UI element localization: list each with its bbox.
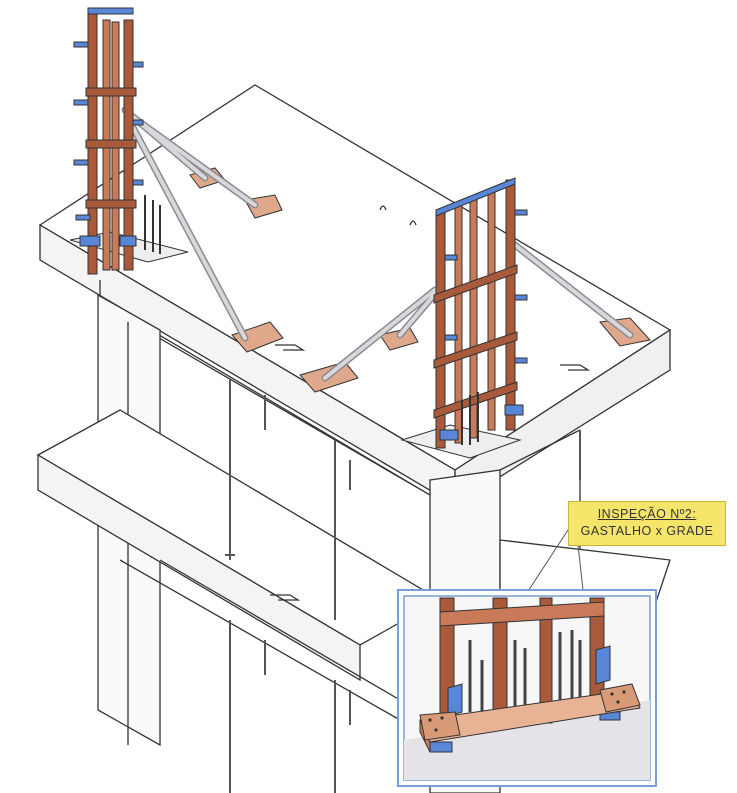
rebar-hook-2 xyxy=(409,220,417,226)
rebar-hook-1 xyxy=(379,205,387,211)
shoring-props xyxy=(225,380,581,793)
right-formwork xyxy=(299,177,651,459)
rebar-chair-2 xyxy=(560,364,591,371)
lower-beam-left-face xyxy=(37,453,361,682)
inspection-label-title: INSPEÇÃO Nº2: xyxy=(597,507,697,521)
inspection-label: INSPEÇÃO Nº2: GASTALHO x GRADE xyxy=(568,501,726,546)
rebar-chair-3 xyxy=(270,594,301,601)
left-pad-3 xyxy=(231,321,284,353)
rebar-chair-1 xyxy=(275,344,306,351)
left-formwork xyxy=(69,7,284,353)
inspection-label-subtitle: GASTALHO x GRADE xyxy=(580,524,714,538)
detail-inset xyxy=(397,589,657,787)
